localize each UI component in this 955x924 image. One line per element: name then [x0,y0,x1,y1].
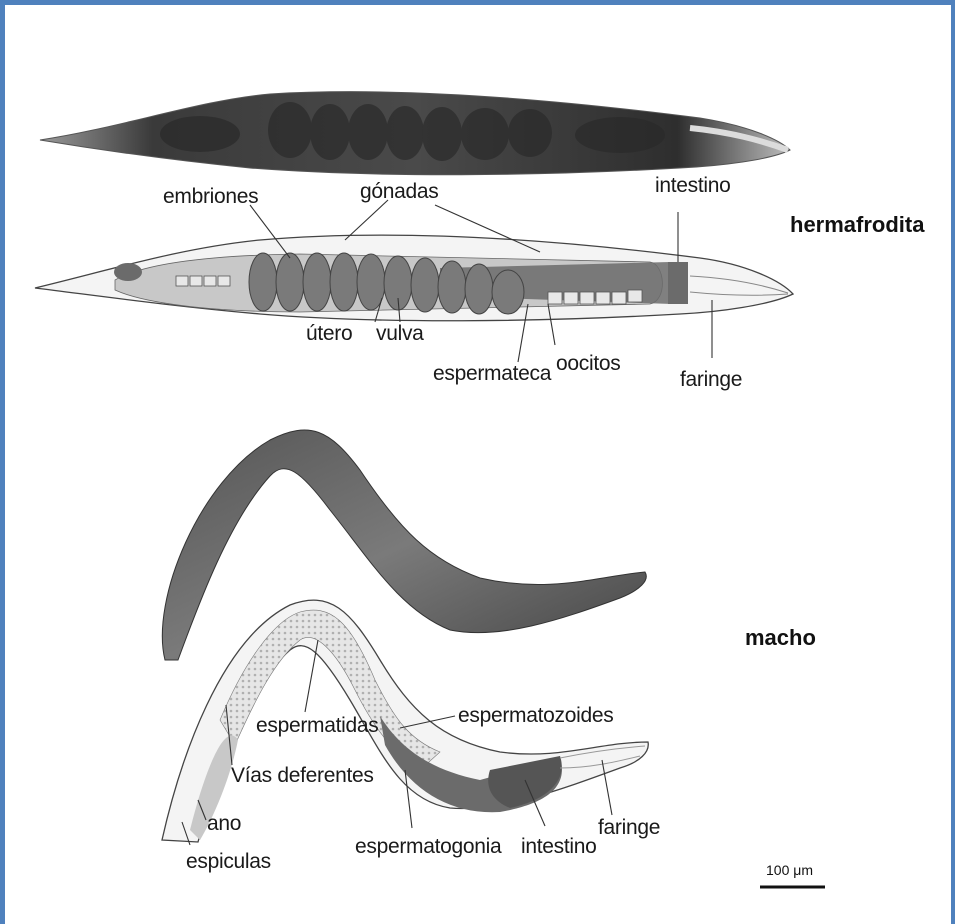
hermaphrodite-photo [40,92,790,175]
label-spermatids: espermatidas [256,714,378,737]
label-vas-deferens: Vías deferentes [231,764,374,787]
label-pharynx-male: faringe [598,816,660,839]
label-male: macho [745,625,816,650]
label-hermaphrodite: hermafrodita [790,212,925,237]
label-anus: ano [207,812,241,835]
label-intestine-herm: intestino [655,174,731,197]
label-intestine-male: intestino [521,835,597,858]
male-photo [162,430,646,660]
label-vulva: vulva [376,322,424,345]
label-spermatozoa: espermatozoides [458,704,613,727]
label-gonads: gónadas [360,180,438,203]
scale-bar-label: 100 μm [766,862,813,878]
label-spicules: espiculas [186,850,271,873]
label-embryos: embriones [163,185,258,208]
label-spermatheca: espermateca [433,362,552,385]
label-spermatogonia: espermatogonia [355,835,502,858]
hermaphrodite-schematic [35,235,793,321]
label-oocytes: oocitos [556,352,620,375]
label-uterus: útero [306,322,352,345]
label-pharynx-herm: faringe [680,368,742,391]
